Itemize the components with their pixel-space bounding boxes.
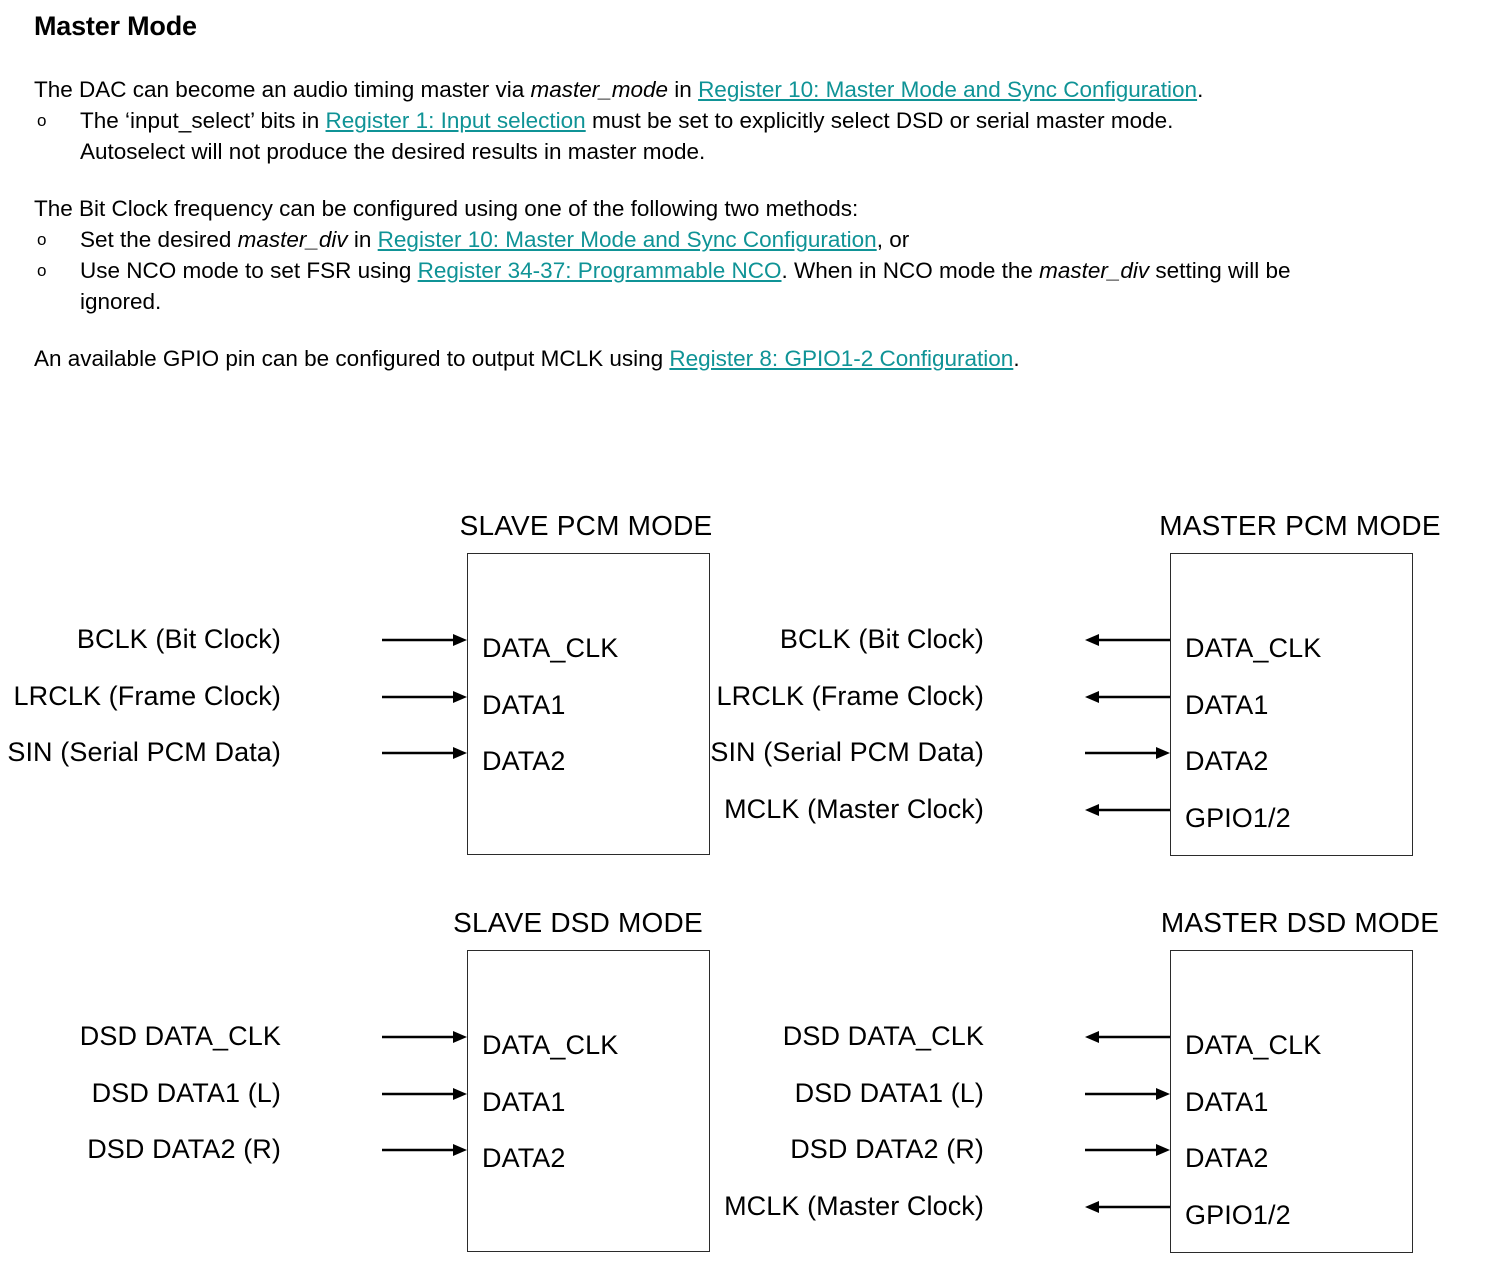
- signal-label-slave-pcm-0: BCLK (Bit Clock): [76, 624, 281, 654]
- pin-label-master-dsd-1: DATA1: [1185, 1086, 1269, 1117]
- bullet-input-select: o The ‘input_select’ bits in Register 1:…: [34, 105, 1474, 167]
- paragraph-3-prefix: An available GPIO pin can be configured …: [34, 345, 670, 371]
- bullet-1-body: The ‘input_select’ bits in Register 1: I…: [80, 105, 1474, 167]
- signal-label-slave-pcm-1: LRCLK (Frame Clock): [13, 680, 281, 711]
- chip-block-master-pcm: [1170, 553, 1413, 856]
- bullet-3-suffix: setting will be: [1149, 257, 1291, 283]
- arrow-in-slave-pcm-1: [382, 690, 467, 703]
- chip-block-slave-pcm: [467, 553, 710, 855]
- chip-block-master-dsd: [1170, 950, 1413, 1253]
- pin-label-master-pcm-2: DATA2: [1185, 746, 1269, 776]
- arrow-out-master-pcm-1: [1085, 690, 1170, 703]
- pin-label-slave-dsd-1: DATA1: [482, 1086, 566, 1117]
- bullet-3-line2: ignored.: [80, 288, 162, 314]
- bullet-marker: o: [37, 110, 47, 130]
- signal-label-slave-dsd-0: DSD DATA_CLK: [79, 1021, 281, 1051]
- pin-label-slave-pcm-1: DATA1: [482, 689, 566, 720]
- pin-label-master-dsd-0: DATA_CLK: [1185, 1030, 1322, 1060]
- arrow-in-slave-dsd-1: [382, 1087, 467, 1100]
- arrow-out-master-pcm-0: [1085, 634, 1170, 646]
- link-register-10-master-mode-sync[interactable]: Register 10: Master Mode and Sync Config…: [698, 76, 1198, 102]
- arrow-out-master-dsd-3: [1085, 1200, 1170, 1213]
- bullet-nco-mode: o Use NCO mode to set FSR using Register…: [34, 255, 1474, 317]
- paragraph-1-suffix: .: [1197, 76, 1204, 102]
- paragraph-master-mode: The DAC can become an audio timing maste…: [34, 74, 1474, 105]
- pin-label-master-pcm-1: DATA1: [1185, 689, 1269, 720]
- link-register-1-input-selection[interactable]: Register 1: Input selection: [325, 107, 586, 133]
- arrow-in-slave-pcm-2: [382, 747, 467, 759]
- signal-label-slave-dsd-2: DSD DATA2 (R): [87, 1134, 281, 1164]
- paragraph-1-prefix: The DAC can become an audio timing maste…: [34, 76, 531, 102]
- pin-label-master-dsd-3: GPIO1/2: [1185, 1199, 1291, 1230]
- arrow-in-slave-dsd-2: [382, 1144, 467, 1156]
- signal-label-master-dsd-2: DSD DATA2 (R): [790, 1134, 984, 1164]
- bullet-2-italic: master_div: [237, 226, 348, 252]
- bullet-3-italic: master_div: [1039, 257, 1150, 283]
- arrow-in-master-pcm-2: [1085, 747, 1170, 759]
- paragraph-bit-clock: The Bit Clock frequency can be configure…: [34, 195, 859, 221]
- signal-label-master-dsd-3: MCLK (Master Clock): [724, 1190, 984, 1221]
- bullet-1-suffix: must be set to explicitly select DSD or …: [585, 107, 1174, 133]
- arrow-out-master-dsd-0: [1085, 1031, 1170, 1043]
- paragraph-1-italic: master_mode: [530, 76, 669, 102]
- paragraph-gpio-mclk: An available GPIO pin can be configured …: [34, 343, 1474, 374]
- link-register-34-37-programmable-nco[interactable]: Register 34-37: Programmable NCO: [417, 257, 782, 283]
- bullet-2-suffix: , or: [876, 226, 910, 252]
- pin-label-slave-pcm-0: DATA_CLK: [482, 633, 619, 663]
- signal-label-master-pcm-0: BCLK (Bit Clock): [779, 624, 984, 654]
- bullet-2-body: Set the desired master_div in Register 1…: [80, 224, 1474, 255]
- bullet-2-prefix: Set the desired: [80, 226, 238, 252]
- chip-block-slave-dsd: [467, 950, 710, 1252]
- bullet-2-mid: in: [347, 226, 378, 252]
- arrow-in-slave-pcm-0: [382, 634, 467, 646]
- document-body: Master Mode The DAC can become an audio …: [34, 0, 1474, 374]
- diagram-title-slave-pcm: SLAVE PCM MODE: [459, 510, 713, 541]
- bullet-3-prefix: Use NCO mode to set FSR using: [80, 257, 418, 283]
- bullet-1-line2: Autoselect will not produce the desired …: [80, 138, 706, 164]
- bullet-marker: o: [37, 260, 47, 280]
- pin-label-master-pcm-0: DATA_CLK: [1185, 633, 1322, 663]
- arrow-in-master-dsd-1: [1085, 1087, 1170, 1100]
- signal-label-slave-pcm-2: SIN (Serial PCM Data): [7, 737, 281, 767]
- arrow-in-slave-dsd-0: [382, 1031, 467, 1043]
- paragraph-3-suffix: .: [1013, 345, 1020, 371]
- bullet-1-prefix: The ‘input_select’ bits in: [80, 107, 326, 133]
- signal-label-master-dsd-1: DSD DATA1 (L): [794, 1077, 984, 1108]
- bullet-marker: o: [37, 229, 47, 249]
- pin-label-slave-dsd-0: DATA_CLK: [482, 1030, 619, 1060]
- pin-label-master-dsd-2: DATA2: [1185, 1143, 1269, 1173]
- pin-label-slave-dsd-2: DATA2: [482, 1143, 566, 1173]
- diagram-title-master-dsd: MASTER DSD MODE: [1160, 907, 1440, 938]
- link-register-8-gpio-configuration[interactable]: Register 8: GPIO1-2 Configuration: [669, 345, 1014, 371]
- paragraph-1-mid: in: [668, 76, 699, 102]
- signal-label-master-dsd-0: DSD DATA_CLK: [782, 1021, 984, 1051]
- bullet-3-mid: . When in NCO mode the: [781, 257, 1040, 283]
- signal-label-slave-dsd-1: DSD DATA1 (L): [91, 1077, 281, 1108]
- signal-label-master-pcm-2: SIN (Serial PCM Data): [710, 737, 984, 767]
- bullet-master-div: o Set the desired master_div in Register…: [34, 224, 1474, 255]
- pin-label-slave-pcm-2: DATA2: [482, 746, 566, 776]
- diagram-title-slave-dsd: SLAVE DSD MODE: [453, 907, 703, 938]
- bullet-3-body: Use NCO mode to set FSR using Register 3…: [80, 255, 1474, 317]
- signal-label-master-pcm-1: LRCLK (Frame Clock): [716, 680, 984, 711]
- page-title: Master Mode: [34, 11, 197, 41]
- signal-label-master-pcm-3: MCLK (Master Clock): [724, 793, 984, 824]
- arrow-in-master-dsd-2: [1085, 1144, 1170, 1156]
- arrow-out-master-pcm-3: [1085, 803, 1170, 816]
- link-register-10-master-mode-sync-2[interactable]: Register 10: Master Mode and Sync Config…: [377, 226, 877, 252]
- diagram-title-master-pcm: MASTER PCM MODE: [1159, 510, 1441, 541]
- pin-label-master-pcm-3: GPIO1/2: [1185, 802, 1291, 833]
